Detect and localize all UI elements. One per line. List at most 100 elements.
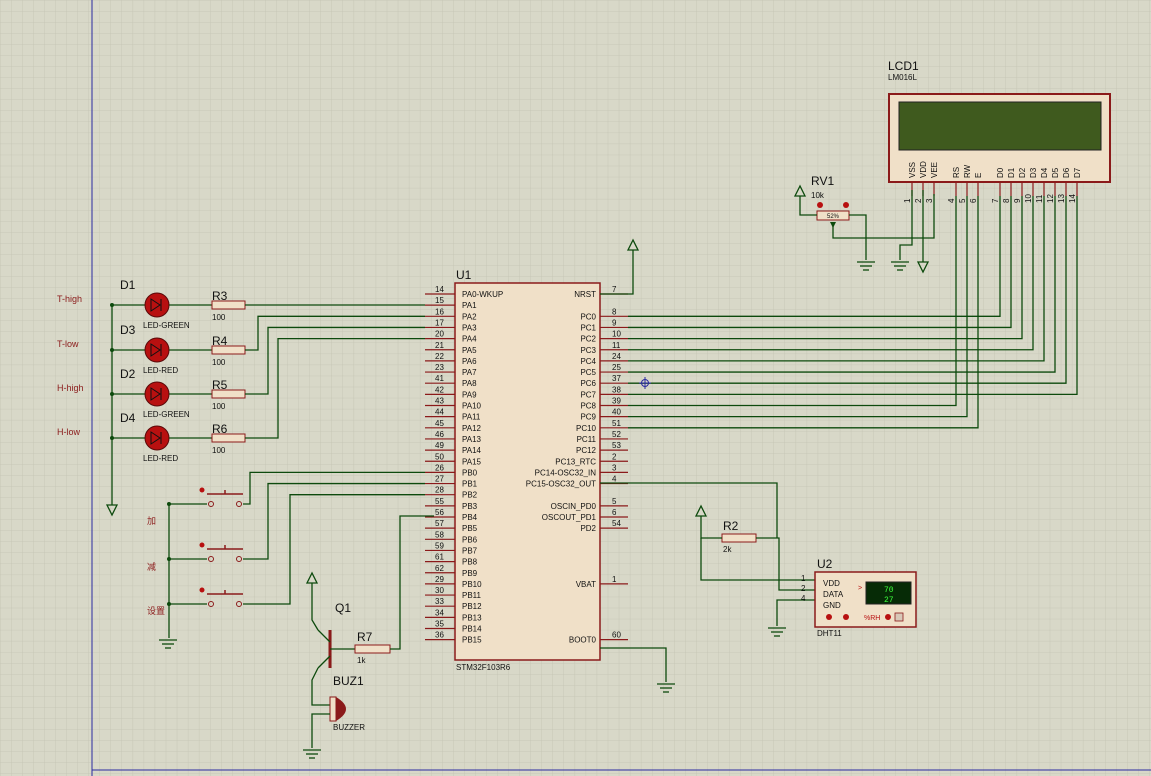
mcu-pin-number: 61: [435, 553, 444, 562]
mcu-pin-number: 17: [435, 318, 444, 327]
rv1-inc-button[interactable]: [843, 202, 849, 208]
dht11-sensor[interactable]: U2 VDD DATA GND 1 2 4 70 27 > %RH DHT11: [801, 557, 917, 638]
bus-wire: [628, 196, 1078, 396]
mcu-pin-name: OSCIN_PD0: [551, 502, 597, 511]
mcu-pin-name: OSCOUT_PD1: [542, 513, 597, 522]
lcd-pin-name: D7: [1073, 167, 1082, 178]
button-indicator: [199, 587, 205, 593]
r7-ref: R7: [357, 630, 373, 644]
dht-pin-num-4: 4: [801, 594, 806, 603]
mcu-pin-number: 40: [612, 408, 621, 417]
push-button[interactable]: 加: [147, 471, 425, 526]
lcd-pin-name: VEE: [930, 162, 939, 178]
r2-value: 2k: [723, 545, 732, 554]
mcu-u1[interactable]: U1 STM32F103R6 14PA0-WKUP15PA116PA217PA3…: [425, 268, 628, 672]
mcu-pin-number: 24: [612, 352, 621, 361]
mcu-pin-number: 6: [612, 508, 617, 517]
mcu-pin-number: 16: [435, 307, 444, 316]
mcu-pin-number: 50: [435, 452, 444, 461]
led-section: T-highD1LED-GREENR3100T-lowD3LED-REDR410…: [57, 278, 425, 463]
dht-toggle[interactable]: [894, 612, 904, 622]
lcd-pin-name: VDD: [919, 161, 928, 178]
lcd-pin-name: VSS: [908, 162, 917, 178]
dht-mode-button[interactable]: [885, 614, 891, 620]
led-diode-icon: [150, 298, 161, 312]
rv1-wiper: 52%: [827, 214, 840, 220]
lcd-pin-name: D1: [1007, 167, 1016, 178]
bus-wire: [628, 196, 1012, 329]
button-wire: [243, 494, 425, 605]
resistor-ref: R4: [212, 334, 228, 348]
transistor-q1[interactable]: Q1: [311, 583, 355, 706]
lcd-pin-name: D3: [1029, 167, 1038, 178]
mcu-pin-number: 20: [435, 330, 444, 339]
mcu-part: STM32F103R6: [456, 663, 511, 672]
bus-wire: [628, 196, 1034, 351]
bus-wire: [628, 196, 968, 418]
push-button[interactable]: 设置: [147, 494, 425, 616]
button-label: 减: [147, 561, 156, 572]
resistor-body: [211, 345, 246, 355]
mcu-pin-name: PA0-WKUP: [462, 290, 503, 299]
mcu-pin-name: PB13: [462, 613, 482, 622]
dht-pin-num-2: 2: [801, 584, 806, 593]
button-label: 加: [147, 516, 156, 526]
lcd-pin-name: RS: [952, 167, 961, 178]
mcu-pin-number: 5: [612, 497, 617, 506]
lcd-part: LM016L: [888, 73, 917, 82]
r7-value: 1k: [357, 656, 366, 665]
mcu-pin-name: PA4: [462, 335, 477, 344]
contact: [208, 601, 214, 607]
mcu-pin-number: 36: [435, 631, 444, 640]
mcu-pin-name: PD2: [580, 524, 596, 533]
rv1-dec-button[interactable]: [817, 202, 823, 208]
mcu-pin-name: PB10: [462, 580, 482, 589]
dht-inc-button[interactable]: [843, 614, 849, 620]
q1-ref: Q1: [335, 601, 351, 615]
mcu-pin-number: 27: [435, 475, 444, 484]
dht-pin-gnd: GND: [823, 601, 841, 610]
mcu-pin-number: 58: [435, 530, 444, 539]
bus-wire: [628, 196, 1067, 384]
led-diode-icon: [150, 387, 161, 401]
lcd-pin-number: 13: [1057, 194, 1066, 203]
button-label: 设置: [147, 606, 165, 616]
lcd-lm016l[interactable]: LCD1 LM016L VSS1VDD2VEE3RS4RW5E6D07D18D2…: [888, 59, 1111, 203]
led-part: LED-GREEN: [143, 410, 190, 419]
mcu-pin-number: 54: [612, 519, 621, 528]
mcu-pin-number: 57: [435, 519, 444, 528]
lcd-pin-number: 8: [1002, 198, 1011, 203]
resistor-r7[interactable]: R7 1k: [354, 515, 434, 665]
bus-wire: [628, 196, 979, 429]
mcu-pin-name: PC7: [580, 390, 596, 399]
buzzer-buz1[interactable]: BUZ1 BUZZER: [311, 674, 365, 748]
mcu-pin-number: 35: [435, 620, 444, 629]
buzzer-part: BUZZER: [333, 723, 365, 732]
rv1-ref: RV1: [811, 174, 834, 188]
mcu-pin-number: 11: [612, 341, 621, 350]
led-part: LED-RED: [143, 454, 178, 463]
mcu-pin-number: 39: [612, 397, 621, 406]
mcu-pin-name: PB6: [462, 535, 478, 544]
contact: [236, 556, 242, 562]
bus-wire: [628, 196, 957, 407]
mcu-pin-number: 22: [435, 352, 444, 361]
dht-unit: %RH: [864, 615, 880, 622]
mcu-pin-number: 29: [435, 575, 444, 584]
dht-pin-num-1: 1: [801, 574, 806, 583]
mcu-pin-name: PB0: [462, 468, 478, 477]
potentiometer-rv1[interactable]: RV1 10k 52%: [799, 174, 935, 260]
mcu-pin-name: PA1: [462, 301, 477, 310]
contact: [236, 601, 242, 607]
resistor-body: [211, 433, 246, 443]
mcu-pin-name: PB3: [462, 502, 478, 511]
dht-dec-button[interactable]: [826, 614, 832, 620]
net-label: T-high: [57, 294, 82, 304]
resistor-r2[interactable]: R2 2k: [600, 482, 815, 626]
dht-reading-1: 70: [884, 586, 894, 595]
